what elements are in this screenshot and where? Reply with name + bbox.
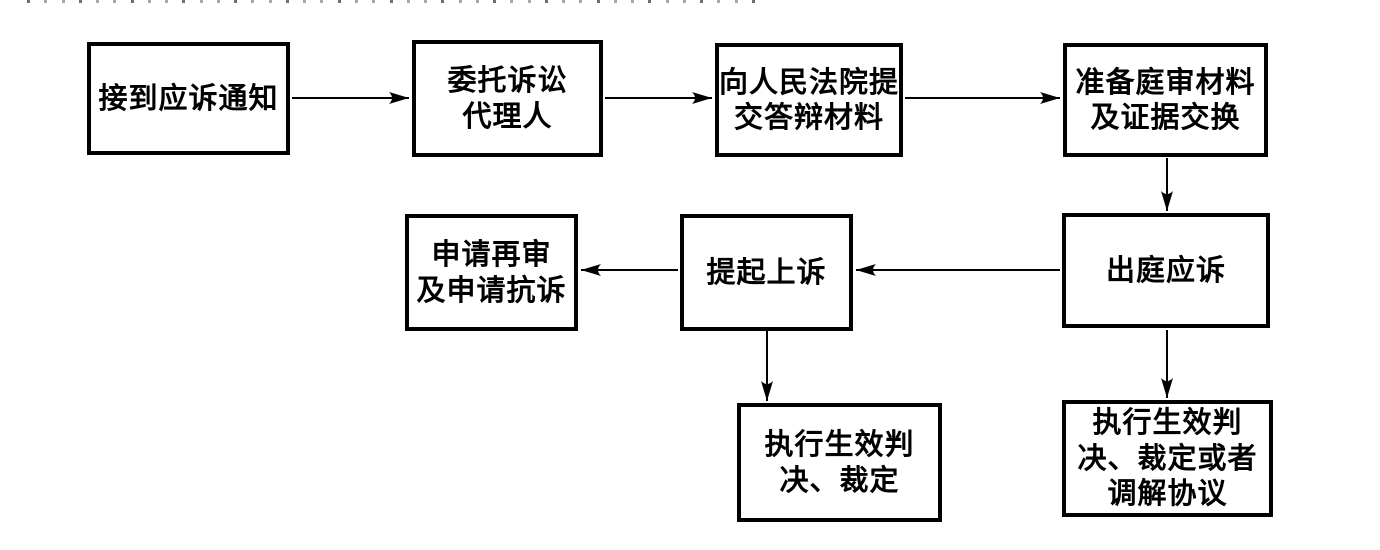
remnant-dash (27, 0, 30, 3)
flow-node-label: 准备庭审材料 及证据交换 (1075, 64, 1256, 134)
remnant-dash (666, 0, 669, 3)
flow-node-label: 执行生效判 决、裁定或者 调解协议 (1077, 405, 1258, 511)
remnant-dash (44, 0, 47, 3)
remnant-dash (79, 0, 82, 3)
remnant-dash (62, 0, 65, 3)
remnant-dash (631, 0, 634, 3)
flow-node-appear-court: 出庭应诉 (1062, 213, 1270, 328)
flow-node-prepare-materials: 准备庭审材料 及证据交换 (1063, 43, 1268, 157)
remnant-dash (269, 0, 272, 3)
remnant-dash (493, 0, 496, 3)
remnant-dash (286, 0, 289, 3)
remnant-dash (441, 0, 444, 3)
remnant-dash (355, 0, 358, 3)
remnant-dash (579, 0, 582, 3)
remnant-dash (562, 0, 565, 3)
flow-node-label: 执行生效判 决、裁定 (764, 427, 915, 497)
remnant-dash (131, 0, 134, 3)
flow-node-label: 向人民法院提 交答辩材料 (719, 64, 900, 134)
remnant-dash (510, 0, 513, 3)
flow-node-execute-judgment: 执行生效判 决、裁定 (737, 403, 942, 522)
remnant-dash (320, 0, 323, 3)
remnant-dash (217, 0, 220, 3)
remnant-dash (407, 0, 410, 3)
flow-node-label: 提起上诉 (706, 254, 827, 289)
remnant-dash (683, 0, 686, 3)
flow-node-submit-defense: 向人民法院提 交答辩材料 (715, 43, 903, 157)
remnant-dash (200, 0, 203, 3)
remnant-dash (96, 0, 99, 3)
remnant-dash (148, 0, 151, 3)
remnant-dash (476, 0, 479, 3)
flow-node-apply-retrial: 申请再审 及申请抗诉 (405, 214, 578, 331)
remnant-dash (182, 0, 185, 3)
flow-node-receive-notice: 接到应诉通知 (87, 42, 290, 155)
flow-node-file-appeal: 提起上诉 (680, 214, 853, 331)
remnant-dash (648, 0, 651, 3)
remnant-dash (528, 0, 531, 3)
remnant-dash (752, 0, 755, 3)
remnant-dash (424, 0, 427, 3)
remnant-dash (597, 0, 600, 3)
remnant-dash (338, 0, 341, 3)
flow-node-execute-judgment-mediation: 执行生效判 决、裁定或者 调解协议 (1062, 400, 1273, 517)
flow-node-label: 申请再审 及申请抗诉 (416, 237, 567, 307)
remnant-dash (251, 0, 254, 3)
remnant-dash (113, 0, 116, 3)
remnant-dash (234, 0, 237, 3)
remnant-dash (700, 0, 703, 3)
remnant-dash (390, 0, 393, 3)
remnant-dash (372, 0, 375, 3)
flow-node-entrust-agent: 委托诉讼 代理人 (412, 40, 603, 157)
remnant-dash (303, 0, 306, 3)
remnant-dash (545, 0, 548, 3)
flow-node-label: 接到应诉通知 (98, 80, 279, 115)
flow-node-label: 出庭应诉 (1105, 252, 1226, 287)
remnant-dash (614, 0, 617, 3)
remnant-dash (165, 0, 168, 3)
flow-node-label: 委托诉讼 代理人 (447, 63, 568, 133)
remnant-dash (459, 0, 462, 3)
remnant-dash (717, 0, 720, 3)
remnant-dash (735, 0, 738, 3)
